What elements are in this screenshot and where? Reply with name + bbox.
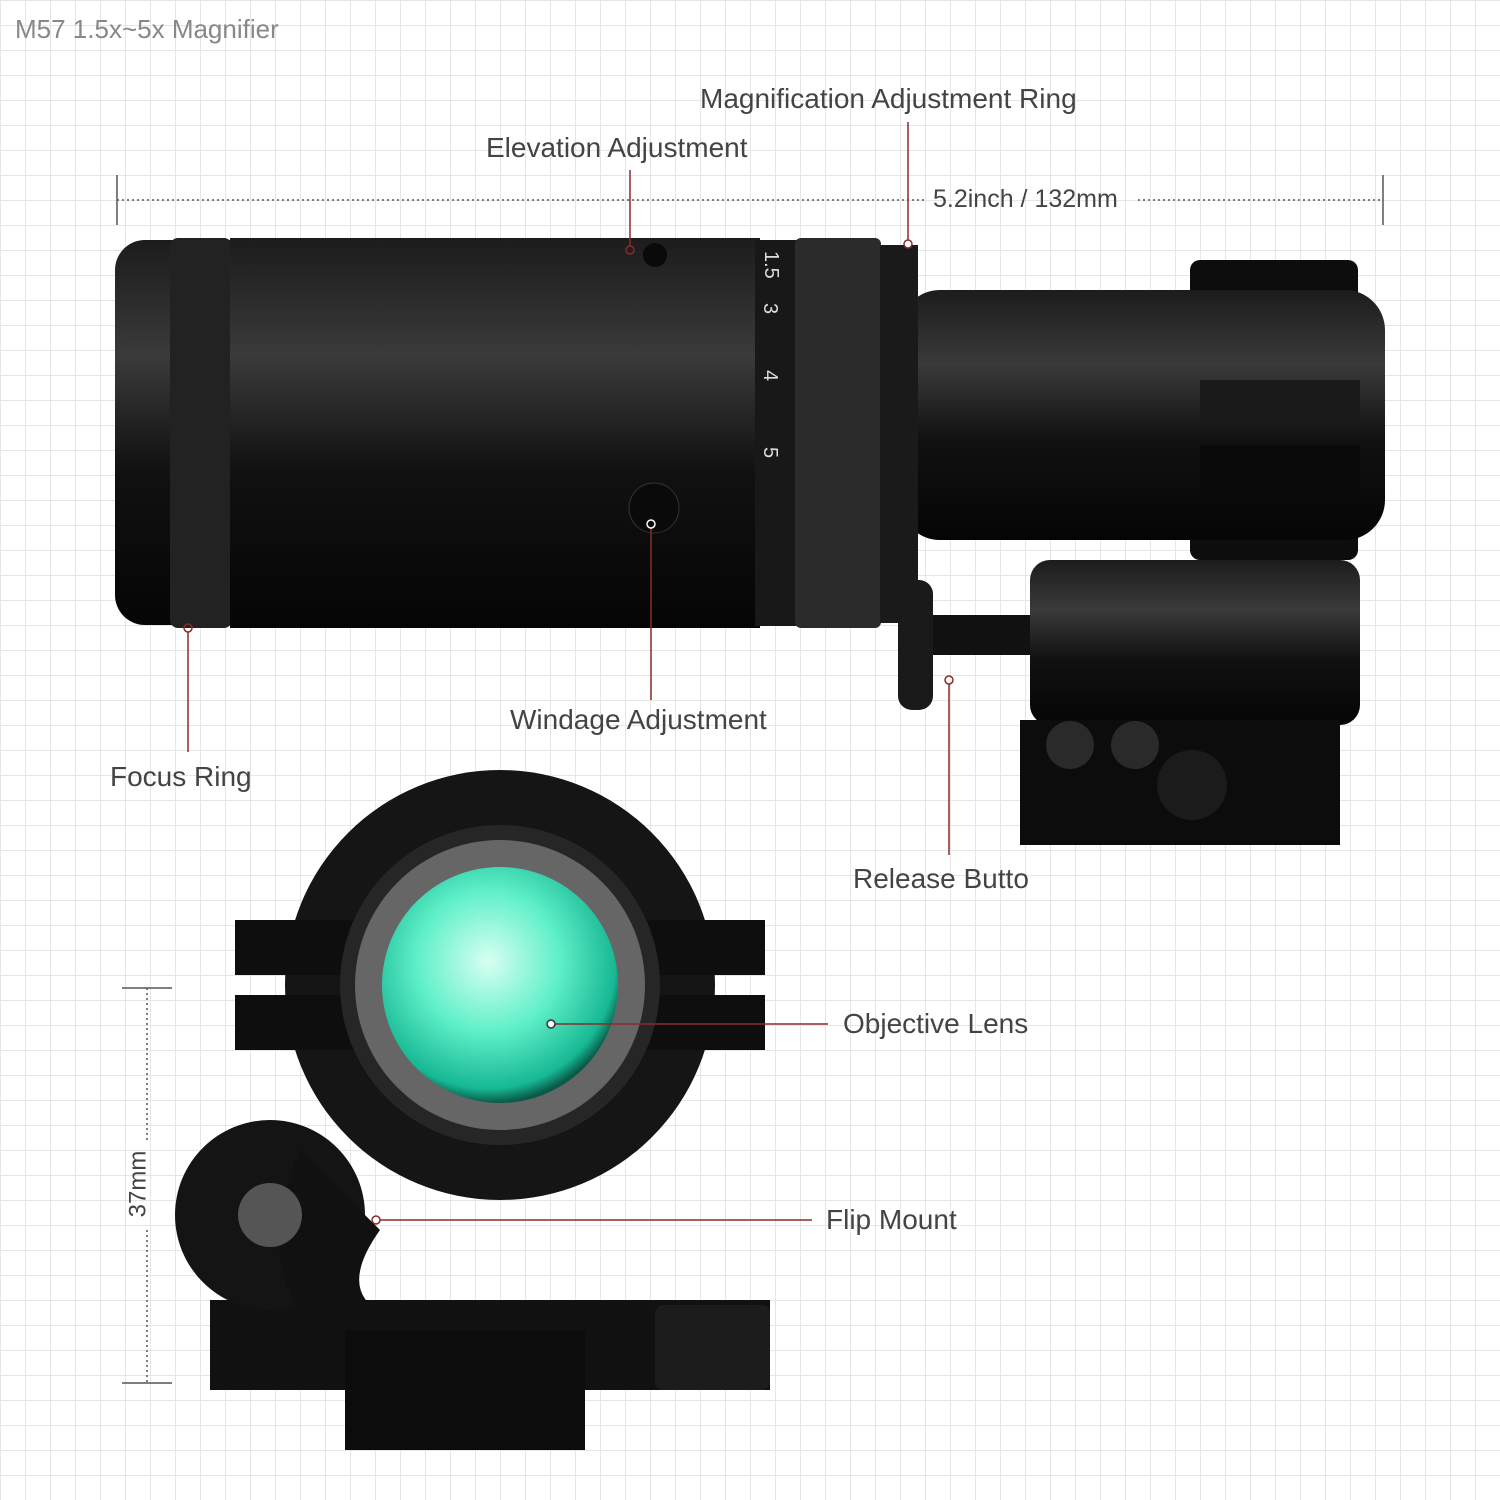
length-dimension-line — [116, 175, 1384, 225]
callout-windage-adjustment: Windage Adjustment — [510, 704, 767, 735]
callout-flip-mount: Flip Mount — [826, 1204, 957, 1235]
length-dimension-label: 5.2inch / 132mm — [933, 185, 1118, 213]
page-title: M57 1.5x~5x Magnifier — [15, 14, 279, 44]
callout-magnification-ring: Magnification Adjustment Ring — [700, 83, 1077, 114]
height-dimension-line — [122, 987, 172, 1384]
magnifier-front-view — [175, 770, 770, 1450]
scale-mark: 5 — [759, 447, 781, 458]
scale-mark: 4 — [759, 370, 781, 381]
scale-mark: 1.5 — [760, 251, 782, 279]
scale-mark: 3 — [759, 303, 781, 314]
callout-focus-ring: Focus Ring — [110, 761, 252, 792]
callout-elevation-adjustment: Elevation Adjustment — [486, 132, 748, 163]
height-dimension-label: 37mm — [124, 1150, 152, 1218]
callout-lines — [183, 122, 954, 1225]
callout-release-button: Release Butto — [853, 863, 1029, 894]
callout-objective-lens: Objective Lens — [843, 1008, 1029, 1039]
magnifier-side-view: 1.5 3 4 5 — [115, 238, 1385, 845]
